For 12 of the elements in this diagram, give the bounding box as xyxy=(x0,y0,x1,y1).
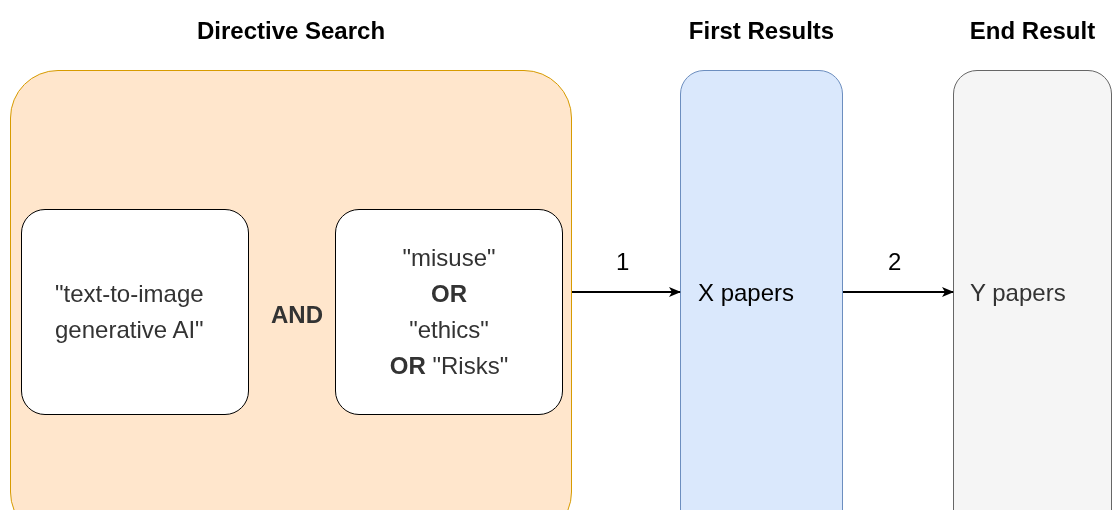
arrow xyxy=(842,287,954,297)
term-box xyxy=(21,209,249,415)
operator-text: AND xyxy=(270,300,324,330)
box-text: X papers xyxy=(697,278,796,308)
column-heading: First Results xyxy=(687,16,836,46)
column-heading: Directive Search xyxy=(195,16,387,46)
term-box xyxy=(335,209,563,415)
arrow xyxy=(571,287,681,297)
box-text: "text-to-image generative AI" xyxy=(54,279,205,345)
box-text: Y papers xyxy=(969,278,1067,308)
box-text: "misuse" OR "ethics" OR "Risks" xyxy=(389,243,509,381)
column-heading: End Result xyxy=(968,16,1097,46)
